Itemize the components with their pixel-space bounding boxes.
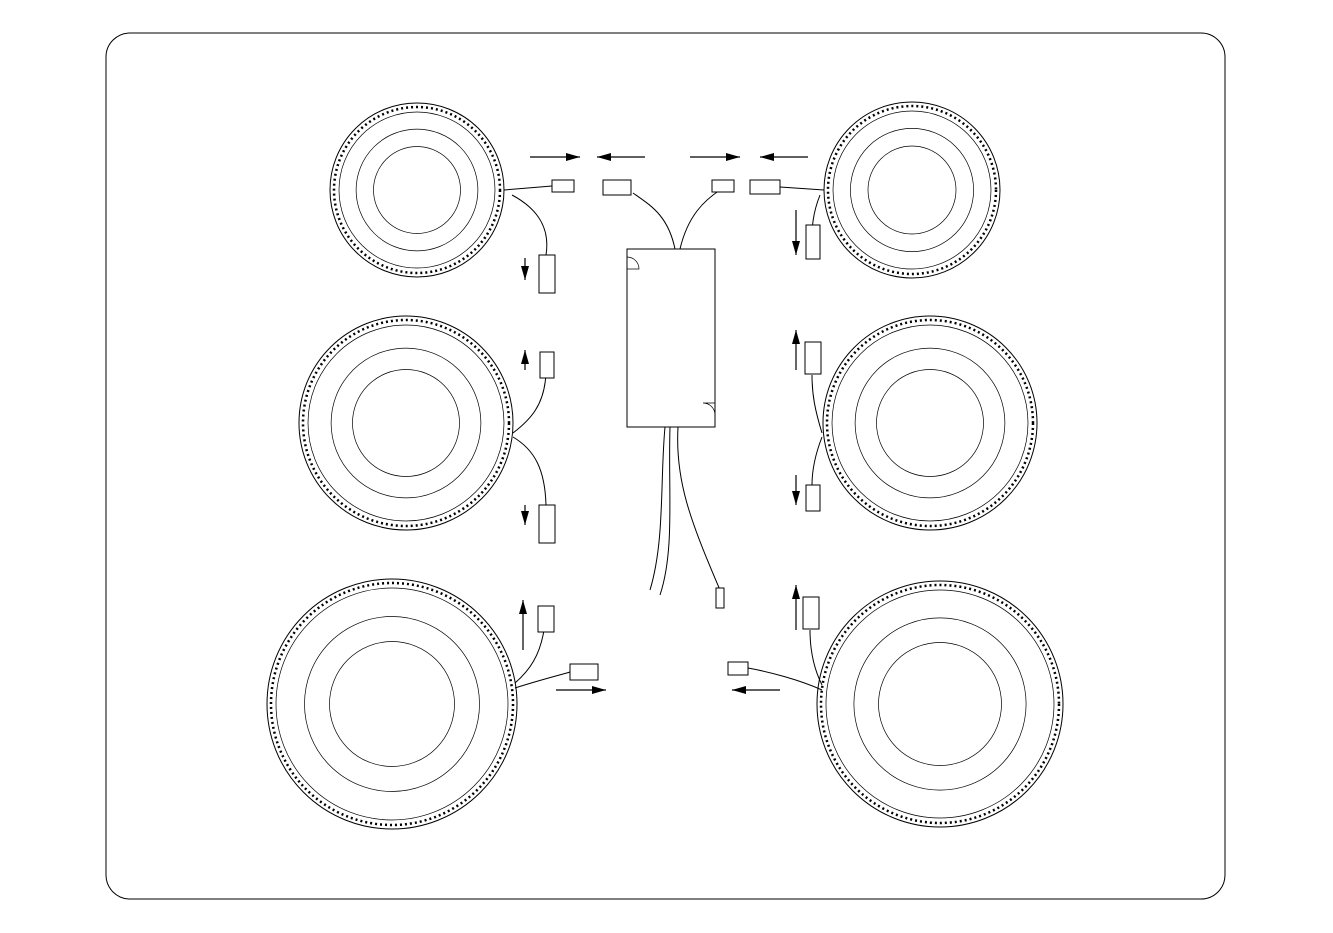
wire: [779, 186, 825, 191]
plug-mid-left-up: [539, 351, 555, 379]
wire: [512, 371, 547, 434]
direction-arrow: [732, 686, 780, 694]
socket-top-right-in: [749, 179, 781, 195]
direction-arrow: [519, 600, 527, 650]
wire: [811, 374, 823, 434]
control-box: [626, 248, 716, 428]
downlight-middle-right: [822, 315, 1038, 531]
wire: [811, 436, 823, 486]
plug-bottom-right-out: [727, 661, 749, 676]
plug-bottom-left-out: [569, 663, 599, 681]
direction-arrow: [556, 686, 606, 694]
sensor-plug: [715, 587, 725, 609]
direction-arrow: [792, 210, 800, 255]
downlight-bottom-left: [266, 578, 518, 830]
wire: [514, 629, 545, 684]
downlight-top-right: [823, 101, 1001, 279]
wire: [503, 185, 553, 191]
plug-top-left-down: [538, 254, 556, 294]
wire: [809, 629, 823, 686]
downlight-middle-left: [298, 315, 514, 531]
direction-arrow: [521, 505, 529, 525]
direction-arrow: [597, 153, 645, 161]
direction-arrow: [530, 153, 580, 161]
wire: [512, 436, 547, 506]
direction-arrow: [792, 585, 800, 630]
direction-arrow: [521, 350, 529, 370]
plug-bottom-left-up: [537, 605, 555, 633]
plug-mid-right-down: [805, 484, 821, 512]
plug-box-right: [711, 179, 735, 193]
direction-arrow: [521, 258, 529, 280]
wire: [747, 667, 823, 691]
box-bottom-wires: [649, 426, 725, 609]
downlight-top-left: [329, 102, 505, 278]
direction-arrow: [760, 153, 808, 161]
downlight-bottom-right: [816, 580, 1064, 828]
plug-top-right-down: [805, 224, 821, 260]
plug-bottom-right-up: [802, 596, 820, 630]
direction-arrow: [792, 330, 800, 370]
direction-arrow: [792, 475, 800, 505]
socket-box-left: [602, 179, 632, 196]
box-top-wires: [632, 189, 721, 250]
frame-border: [105, 32, 1226, 900]
plug-top-left-out: [551, 179, 575, 193]
plug-mid-left-down: [538, 504, 556, 544]
direction-arrow: [690, 153, 740, 161]
plug-mid-right-up: [804, 341, 822, 375]
wire: [514, 671, 571, 689]
wire: [511, 194, 548, 256]
